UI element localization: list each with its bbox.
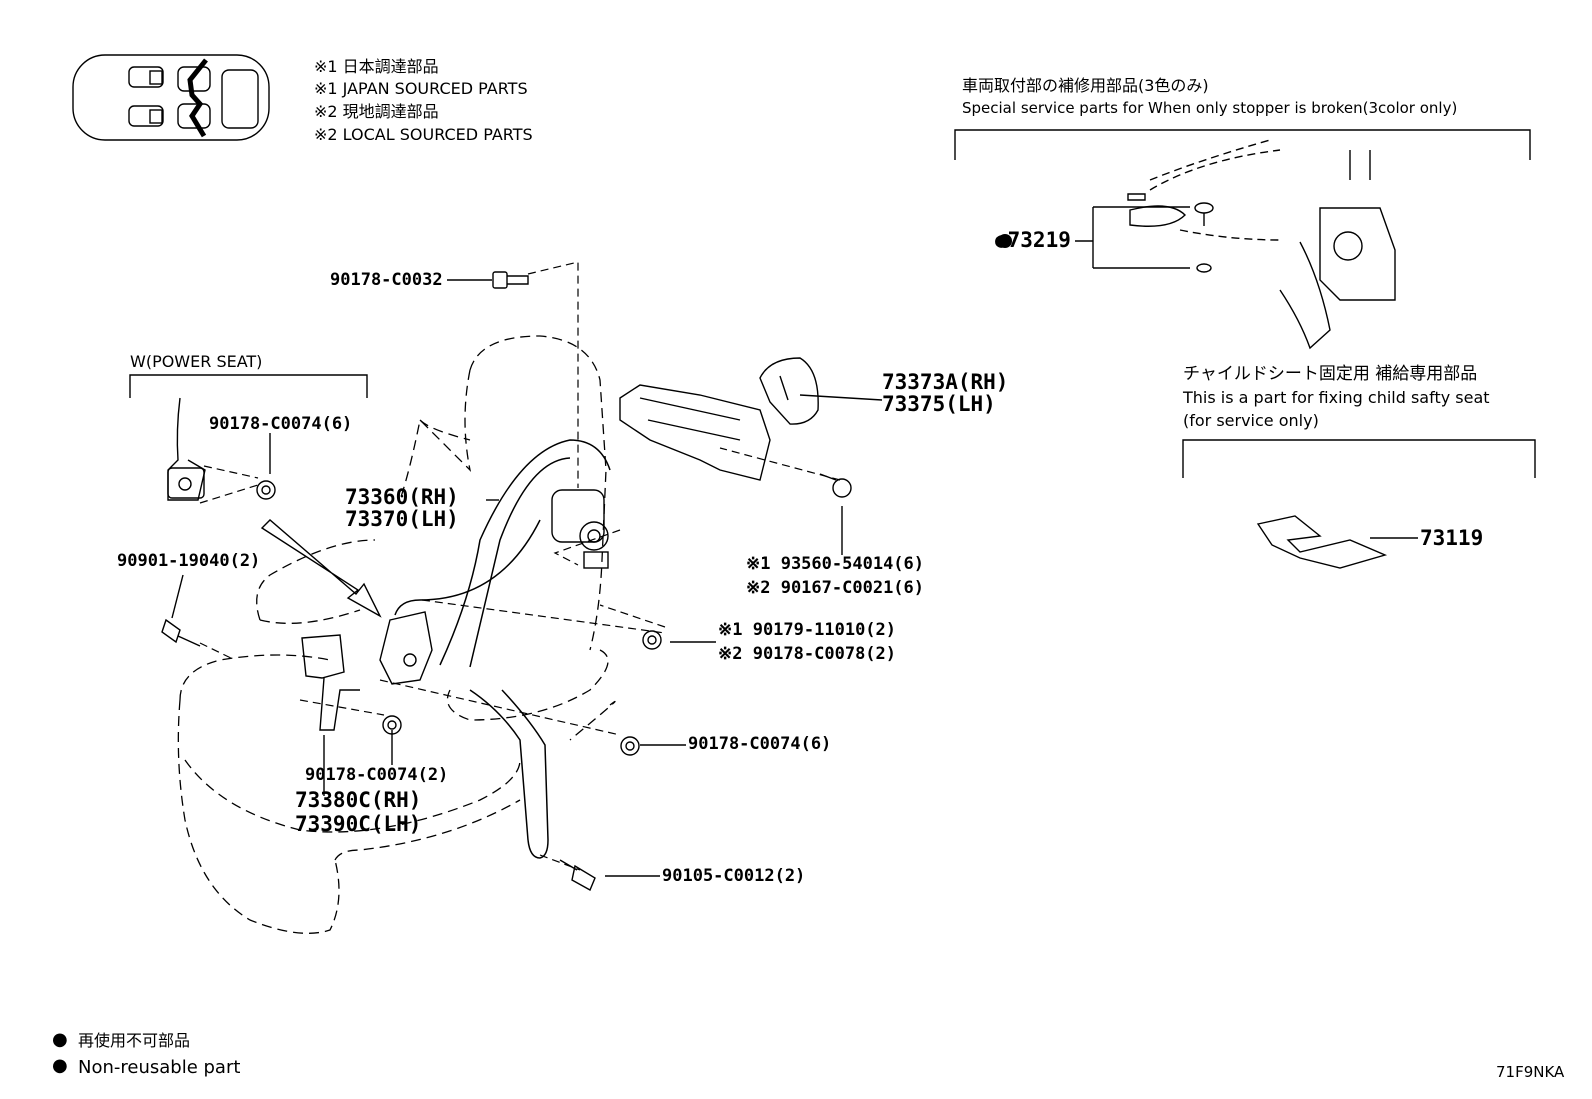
height-adjuster bbox=[619, 384, 771, 481]
part-90167-C0021: ※2 90167-C0021(6) bbox=[746, 578, 925, 598]
anchor-plate bbox=[379, 611, 433, 685]
child-seat-title-en-2: (for service only) bbox=[1183, 411, 1319, 430]
legend-jp: 再使用不可部品 bbox=[78, 1031, 191, 1050]
part-93560-54014: ※1 93560-54014(6) bbox=[746, 554, 925, 574]
power-seat-label: W(POWER SEAT) bbox=[130, 352, 263, 371]
part-90178-C0078: ※2 90178-C0078(2) bbox=[718, 644, 897, 664]
child-seat-title-jp: チャイルドシート固定用 補給専用部品 bbox=[1183, 364, 1478, 384]
part-73375-lh: 73375(LH) bbox=[882, 392, 996, 416]
note-2-jp: ※2 現地調達部品 bbox=[314, 102, 439, 121]
note-2-en: ※2 LOCAL SOURCED PARTS bbox=[314, 125, 533, 144]
part-73360-rh: 73360(RH) bbox=[345, 485, 459, 509]
child-seat-bracket bbox=[1182, 439, 1536, 478]
part-90178-C0074-6a: 90178-C0074(6) bbox=[209, 414, 353, 434]
service-box-bracket bbox=[954, 129, 1531, 160]
fasteners bbox=[161, 271, 852, 891]
part-90901-19040: 90901-19040(2) bbox=[117, 551, 261, 571]
child-seat-part bbox=[1256, 515, 1388, 569]
part-90105-C0012: 90105-C0012(2) bbox=[662, 866, 806, 886]
legend-bullet-2: ● bbox=[52, 1055, 68, 1076]
legend-en: Non-reusable part bbox=[78, 1057, 241, 1078]
part-90178-C0032: 90178-C0032 bbox=[330, 270, 443, 290]
service-title-jp: 車両取付部の補修用部品(3色のみ) bbox=[962, 76, 1209, 95]
leader-dashed-lines bbox=[199, 261, 841, 871]
part-73373A-rh: 73373A(RH) bbox=[882, 370, 1009, 394]
note-1-jp: ※1 日本調達部品 bbox=[314, 57, 439, 76]
power-seat-sensor bbox=[167, 397, 206, 501]
seat-outline bbox=[177, 335, 616, 934]
part-73390C-lh: 73390C(LH) bbox=[295, 812, 422, 836]
non-reusable-marker bbox=[998, 234, 1012, 248]
part-90179-11010: ※1 90179-11010(2) bbox=[718, 620, 897, 640]
part-73370-lh: 73370(LH) bbox=[345, 507, 459, 531]
part-73380C-rh: 73380C(RH) bbox=[295, 788, 422, 812]
diagram-code: 71F9NKA bbox=[1496, 1063, 1565, 1081]
vehicle-layout-icon bbox=[72, 54, 270, 141]
service-title-en: Special service parts for When only stop… bbox=[962, 99, 1458, 117]
direction-arrow bbox=[260, 519, 382, 618]
part-73119: 73119 bbox=[1420, 526, 1484, 550]
child-seat-title-en-1: This is a part for fixing child safty se… bbox=[1183, 388, 1490, 407]
stopper-diagram bbox=[1127, 139, 1396, 350]
power-seat-bracket bbox=[129, 374, 368, 398]
anchor-cover bbox=[759, 357, 819, 425]
part-90178-C0074-2: 90178-C0074(2) bbox=[305, 765, 449, 785]
seatbelt-webbing bbox=[394, 439, 611, 859]
note-1-en: ※1 JAPAN SOURCED PARTS bbox=[314, 79, 528, 98]
part-73219: ●73219 bbox=[995, 228, 1071, 252]
buckle bbox=[301, 634, 360, 731]
legend-bullet-1: ● bbox=[52, 1029, 68, 1050]
leader-solid-lines bbox=[171, 206, 1418, 877]
part-90178-C0074-6b: 90178-C0074(6) bbox=[688, 734, 832, 754]
retractor bbox=[551, 489, 609, 569]
